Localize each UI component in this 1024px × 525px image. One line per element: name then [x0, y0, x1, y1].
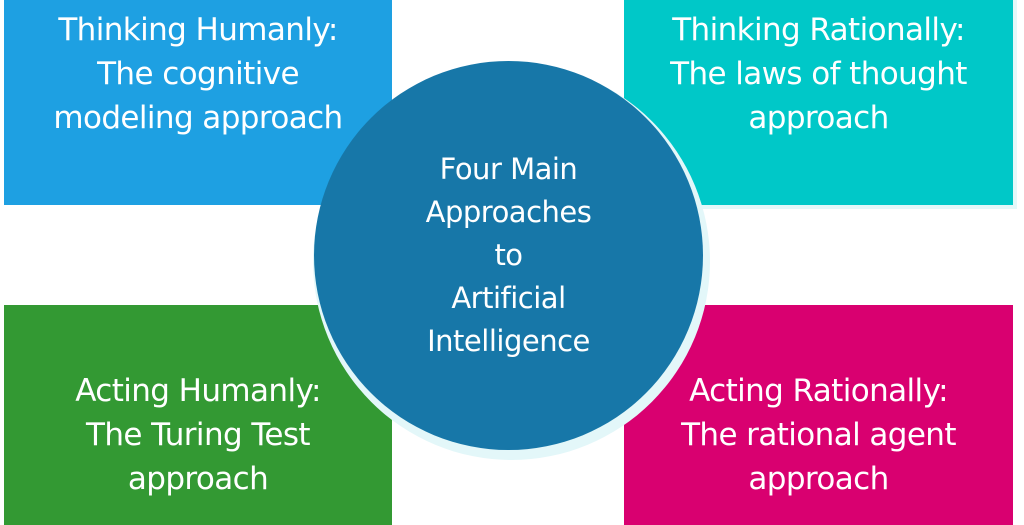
acting-rationally-title: Acting Rationally:: [689, 373, 948, 409]
center-line-3: to: [494, 238, 523, 272]
thinking-humanly-box: Thinking Humanly: The cognitive modeling…: [4, 0, 392, 205]
acting-rationally-line-3: approach: [748, 461, 889, 497]
thinking-rationally-title: Thinking Rationally:: [672, 12, 965, 48]
acting-humanly-line-3: approach: [127, 461, 269, 497]
center-circle: Four Main Approaches to Artificial Intel…: [314, 61, 703, 450]
center-line-4: Artificial: [451, 281, 566, 315]
acting-humanly-line-2: The Turing Test: [86, 417, 311, 453]
center-line-2: Approaches: [425, 195, 592, 229]
center-line-5: Intelligence: [427, 324, 590, 358]
acting-humanly-title: Acting Humanly:: [75, 373, 321, 409]
acting-humanly-box: Acting Humanly: The Turing Test approach: [4, 305, 392, 525]
thinking-rationally-line-3: approach: [748, 100, 889, 136]
acting-rationally-box: Acting Rationally: The rational agent ap…: [624, 305, 1013, 525]
thinking-humanly-line-3: modeling approach: [53, 100, 343, 136]
thinking-rationally-box: Thinking Rationally: The laws of thought…: [624, 0, 1013, 205]
center-line-1: Four Main: [439, 152, 578, 186]
thinking-humanly-line-2: The cognitive: [97, 56, 299, 92]
acting-rationally-line-2: The rational agent: [681, 417, 956, 453]
thinking-humanly-title: Thinking Humanly:: [58, 12, 338, 48]
thinking-rationally-line-2: The laws of thought: [670, 56, 967, 92]
